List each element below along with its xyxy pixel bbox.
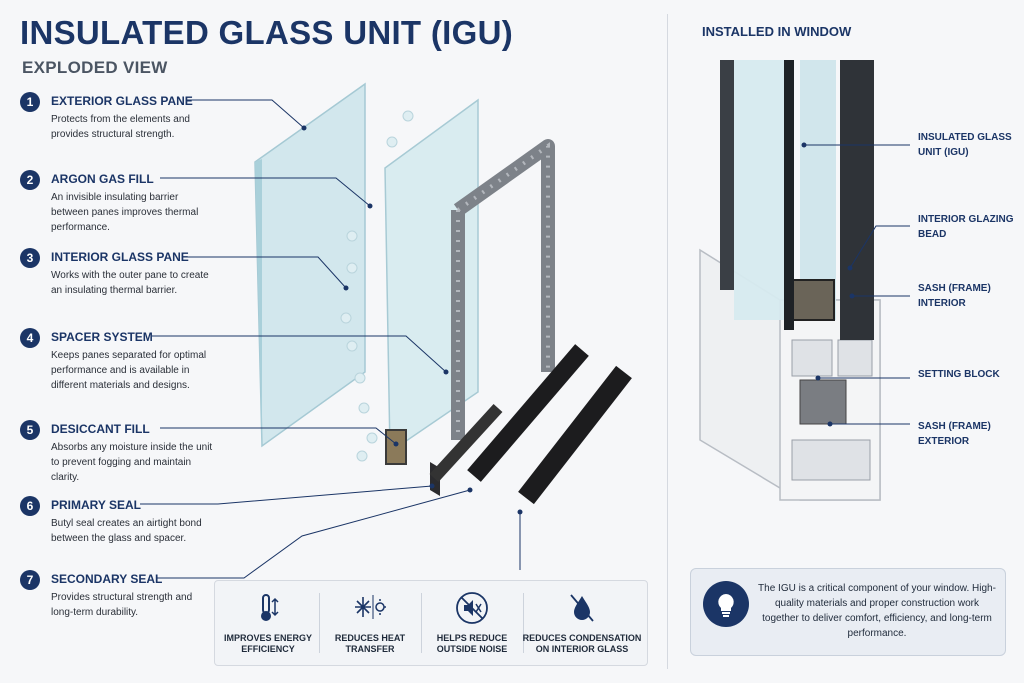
installed-title: INSTALLED IN WINDOW: [702, 24, 852, 39]
muted-speaker-icon: [455, 591, 489, 625]
info-text: The IGU is a critical component of your …: [758, 583, 996, 639]
leader-lines: [140, 99, 521, 579]
frame-chamber: [791, 339, 833, 377]
callout-setting-block: SETTING BLOCK: [918, 369, 1000, 380]
section-divider: [667, 14, 668, 669]
right-leader-lines: [804, 144, 910, 425]
step-number: 3: [20, 248, 40, 268]
benefit-label: HELPS REDUCE OUTSIDE NOISE: [436, 633, 508, 654]
leader-dots: [301, 125, 523, 515]
info-box: The IGU is a critical component of your …: [690, 568, 1006, 656]
step-number: 5: [20, 420, 40, 440]
step-label: SPACER SYSTEM: [51, 330, 153, 344]
benefit-divider: [319, 593, 320, 653]
step-label: SECONDARY SEAL: [51, 572, 163, 586]
benefit-energy: IMPROVES ENERGY EFFICIENCY: [219, 589, 317, 661]
benefit-heat: REDUCES HEAT TRANSFER: [321, 589, 419, 661]
benefit-condensation: REDUCES CONDENSATION ON INTERIOR GLASS: [515, 589, 649, 661]
benefits-strip: IMPROVES ENERGY EFFICIENCY REDUCES HEAT …: [214, 580, 648, 666]
benefit-divider: [523, 593, 524, 653]
callout-sash-interior: SASH (FRAME) INTERIOR: [918, 283, 991, 309]
window-section-illustration: [699, 60, 910, 501]
step-description: Absorbs any moisture inside the unit to …: [51, 442, 213, 483]
step-description: An invisible insulating barrier between …: [51, 192, 199, 233]
secondary-seal-bar-1: [467, 344, 589, 482]
step-description: Keeps panes separated for optimal perfor…: [51, 350, 207, 391]
step-description: Butyl seal creates an airtight bond betw…: [51, 518, 202, 544]
benefit-label: IMPROVES ENERGY EFFICIENCY: [223, 633, 313, 654]
frame-chamber: [791, 439, 871, 481]
argon-bubbles: [340, 110, 414, 462]
primary-seal-bar: [429, 403, 503, 483]
benefit-label: REDUCES CONDENSATION ON INTERIOR GLASS: [522, 633, 642, 654]
exploded-view-illustration: [140, 82, 632, 579]
page-subtitle: EXPLODED VIEW: [22, 58, 168, 77]
callout-glazing-bead: INTERIOR GLAZING BEAD: [918, 214, 1014, 240]
step-number: 4: [20, 328, 40, 348]
snowflake-sun-icon: [353, 591, 387, 625]
sash-inner-frame: [720, 60, 734, 290]
igu-glass-inner: [800, 60, 836, 320]
step-label: INTERIOR GLASS PANE: [51, 250, 189, 264]
igu-spacer: [791, 279, 835, 321]
step-number: 7: [20, 570, 40, 590]
secondary-seal-bar-2: [518, 365, 632, 505]
spacer-frame-highlight: [456, 142, 550, 440]
sash-interior: [840, 60, 874, 340]
benefit-label: REDUCES HEAT TRANSFER: [334, 633, 406, 654]
step-label: ARGON GAS FILL: [51, 172, 154, 186]
right-leader-dots: [801, 142, 855, 427]
no-droplet-icon: [565, 591, 599, 625]
thermometer-icon: [251, 591, 285, 625]
setting-block: [799, 379, 847, 425]
benefit-divider: [421, 593, 422, 653]
step-description: Provides structural strength and long-te…: [51, 592, 193, 618]
exterior-glass-edge: [255, 159, 262, 446]
igu-frame-line: [784, 60, 794, 330]
callout-sash-exterior: SASH (FRAME) EXTERIOR: [918, 421, 991, 447]
step-label: DESICCANT FILL: [51, 422, 150, 436]
step-label: EXTERIOR GLASS PANE: [51, 94, 193, 108]
step-label: PRIMARY SEAL: [51, 498, 142, 512]
callout-igu: INSULATED GLASS UNIT (IGU): [918, 132, 1012, 158]
exterior-glass-pane: [254, 82, 366, 448]
lightbulb-icon: [703, 581, 749, 627]
step-number: 2: [20, 170, 40, 190]
step-number: 6: [20, 496, 40, 516]
desiccant-section: [385, 429, 407, 465]
frame-chamber: [837, 339, 873, 377]
step-description: Protects from the elements and provides …: [51, 114, 190, 140]
benefit-noise: HELPS REDUCE OUTSIDE NOISE: [423, 589, 521, 661]
page-title: INSULATED GLASS UNIT (IGU): [20, 14, 514, 51]
step-number: 1: [20, 92, 40, 112]
step-description: Works with the outer pane to create an i…: [51, 270, 209, 296]
